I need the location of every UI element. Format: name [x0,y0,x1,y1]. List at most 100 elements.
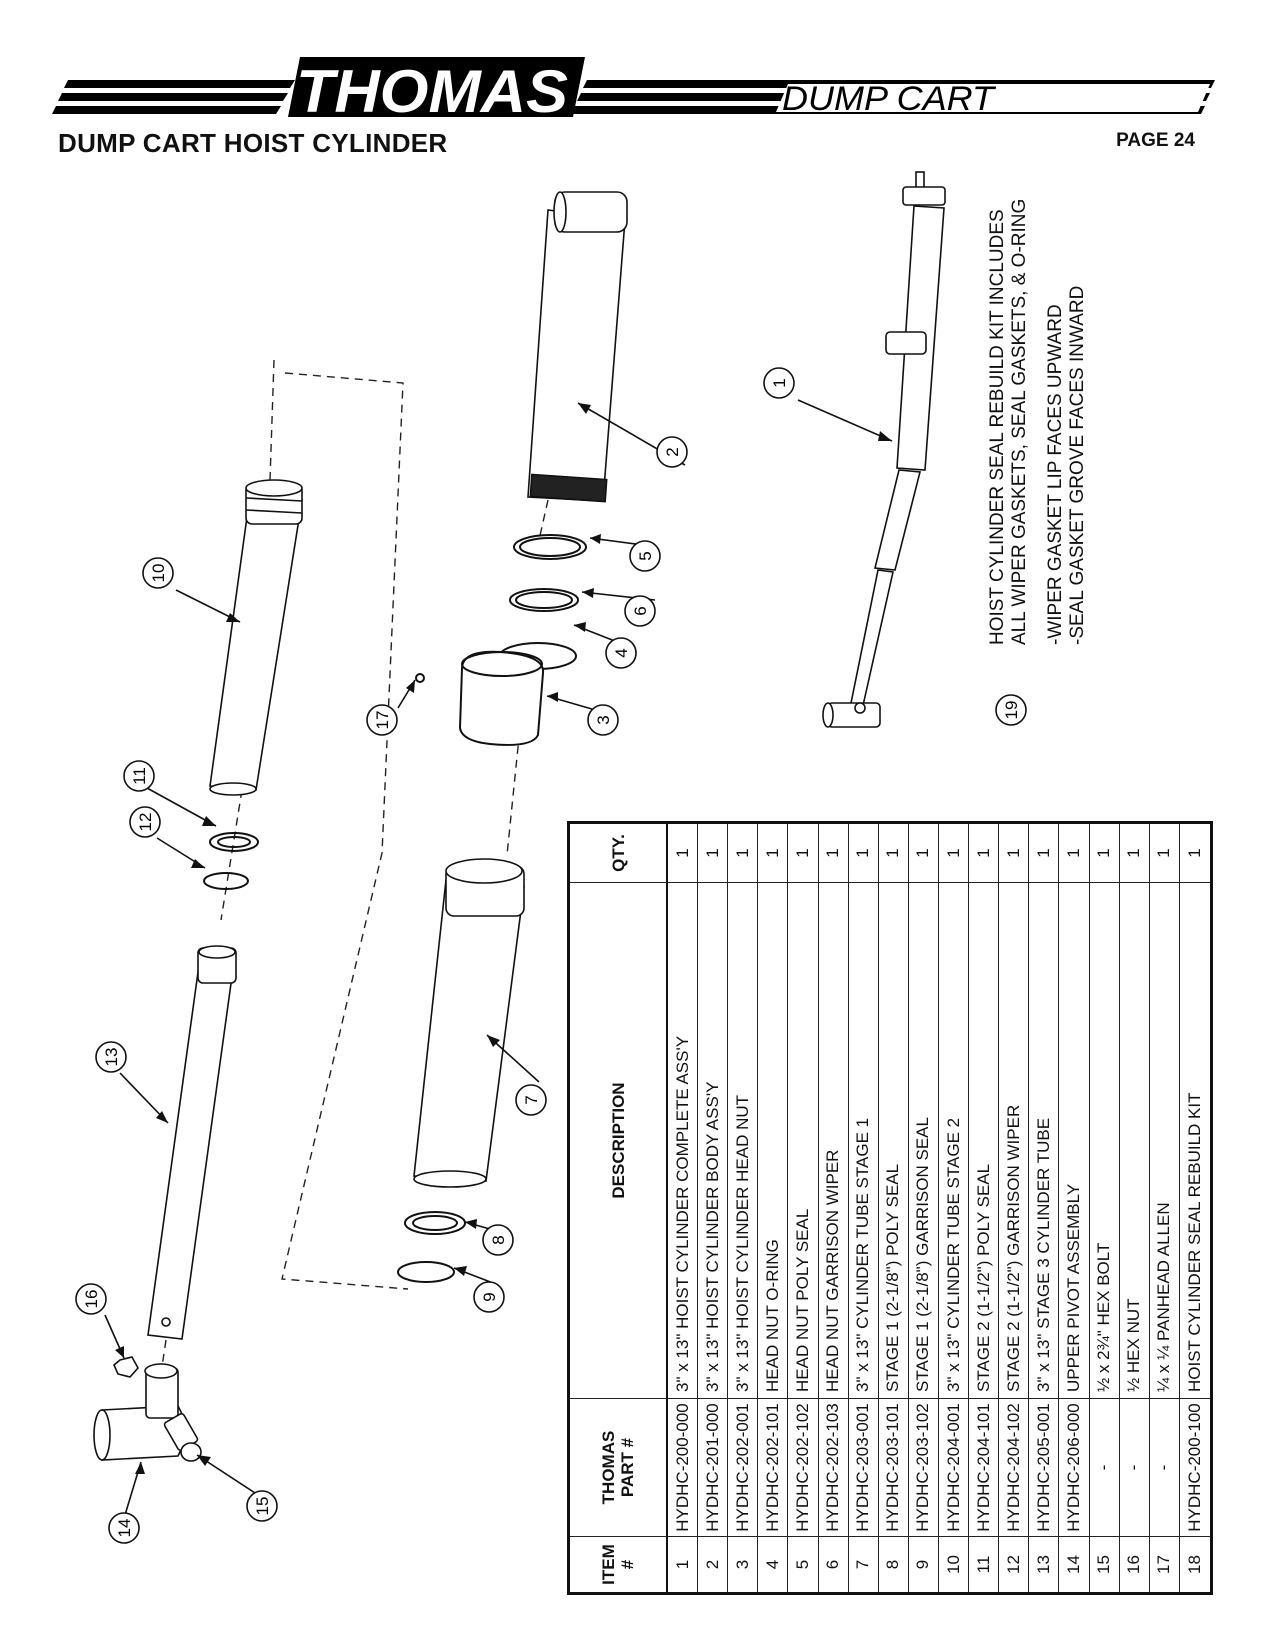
cell-qty: 1 [788,824,819,882]
callout-circle [995,694,1027,726]
cell-item: 14 [1059,1536,1090,1592]
header-item: ITEM # [570,1536,668,1592]
cell-item: 9 [908,1536,939,1592]
cell-description: ½ HEX NUT [1119,882,1150,1398]
cell-qty: 1 [1184,848,1204,858]
callout-circle [515,1084,547,1116]
cell-part: HYDHC-201-000 [698,1398,729,1536]
callout-label: 19 [1002,701,1021,720]
cell-qty: 1 [668,824,699,882]
cell-part: - [1089,1398,1120,1536]
cell-part: HYDHC-200-000 [668,1398,699,1536]
cell-description: STAGE 2 (1-1/2") GARRISON WIPER [999,882,1030,1398]
cell-part: HYDHC-203-001 [848,1398,879,1536]
cell-part: HYDHC-206-000 [1059,1398,1090,1536]
cell-item: 11 [969,1536,1000,1592]
cell-item: 8 [878,1536,909,1592]
cell-description: HEAD NUT POLY SEAL [788,882,819,1398]
brand-logo: THOMAS [296,58,568,125]
callout-label: 1 [770,378,789,387]
callout-circle [123,760,155,792]
upper-pivot-assembly [93,1356,202,1462]
callout-label: 9 [480,1292,499,1301]
cell-part: HYDHC-203-102 [908,1398,939,1536]
cell-part: HYDHC-204-102 [999,1398,1030,1536]
cell-part: HYDHC-200-100 [1179,1398,1210,1536]
cell-description: 3" x 13" STAGE 3 CYLINDER TUBE [1029,882,1060,1398]
header-part-line1: THOMAS [599,1430,618,1505]
gasket-note-line2: -SEAL GASKET GROVE FACES INWARD [1067,285,1088,645]
callout-label: 17 [373,711,392,730]
cell-part: HYDHC-204-101 [969,1398,1000,1536]
cell-item: 17 [1149,1536,1180,1592]
callout-label: 14 [115,1519,134,1538]
gasket-note-line1: -WIPER GASKET LIP FACES UPWARD [1045,304,1066,645]
cell-description: HEAD NUT O-RING [758,882,789,1398]
callout-label: 13 [102,1048,121,1067]
cell-description: 3" x 13" HOIST CYLINDER HEAD NUT [728,882,759,1398]
header-band: THOMAS DUMP CART [52,57,1215,125]
callout-label: 12 [136,813,155,832]
callout-circle [75,1283,107,1315]
header-part: THOMAS PART # [570,1398,668,1536]
leader-arrowheads [115,403,892,1474]
stage3-tube-part [147,945,237,1340]
cell-qty: 1 [818,824,849,882]
rebuild-kit-note-line2: ALL WIPER GASKETS, SEAL GASKETS, & O-RIN… [1009,198,1030,645]
cell-item: 15 [1089,1536,1120,1592]
callout-label: 6 [631,606,650,615]
cell-description: 3" x 13" CYLINDER TUBE STAGE 1 [848,882,879,1398]
callout-label: 4 [612,648,631,657]
cell-item: 18 [1179,1536,1210,1592]
cell-qty: 1 [1029,824,1060,882]
callout-circle [656,436,688,468]
cell-description: HOIST CYLINDER SEAL REBUILD KIT [1179,882,1210,1398]
cell-qty: 1 [938,824,970,882]
callout-label: 3 [594,715,613,724]
assembly-path-lines [153,359,549,1421]
header-part-line2: PART # [618,1437,637,1498]
cell-part: HYDHC-202-101 [758,1398,789,1536]
callout-label: 15 [253,1497,272,1516]
header-item-line1: ITEM [599,1544,618,1585]
cell-item: 4 [758,1536,789,1592]
cell-item: 6 [818,1536,849,1592]
cell-part: HYDHC-205-001 [1029,1398,1060,1536]
cell-description: 3" x 13" HOIST CYLINDER BODY ASS'Y [698,882,729,1398]
cell-part: HYDHC-204-001 [938,1398,970,1536]
callout-label: 16 [82,1290,101,1309]
callout-circle [629,540,661,572]
cell-description: STAGE 2 (1-1/2") POLY SEAL [969,882,1000,1398]
callout-circle [366,704,398,736]
cell-description: 3" x 13" HOIST CYLINDER COMPLETE ASS'Y [668,882,699,1398]
callout-circle [482,1224,514,1256]
page-number: PAGE 24 [1116,130,1195,151]
cell-qty: 1 [728,824,759,882]
callout-circle [108,1512,140,1544]
page-title: DUMP CART HOIST CYLINDER [58,128,448,158]
callout-circle [129,806,161,838]
cell-qty: 1 [1119,824,1150,882]
cell-qty: 1 [698,824,729,882]
callout-label: 2 [663,447,682,456]
product-line-label: DUMP CART [782,80,996,118]
cell-item: 13 [1029,1536,1060,1592]
cell-item: 5 [788,1536,819,1592]
stage1-tube-part [413,858,525,1188]
callout-circle [587,704,619,736]
header-qty: QTY. [570,824,668,882]
stage1-seals [397,1211,466,1283]
cell-qty: 1 [1149,824,1180,882]
cell-qty: 1 [878,824,909,882]
cell-qty: 1 [848,824,879,882]
callout-label: 5 [636,551,655,560]
header-item-line2: # [618,1559,637,1570]
cell-part: HYDHC-203-101 [878,1398,909,1536]
cell-description: 3" x 13" CYLINDER TUBE STAGE 2 [938,882,970,1398]
cell-item: 2 [698,1536,729,1592]
stage2-seals [203,832,259,890]
